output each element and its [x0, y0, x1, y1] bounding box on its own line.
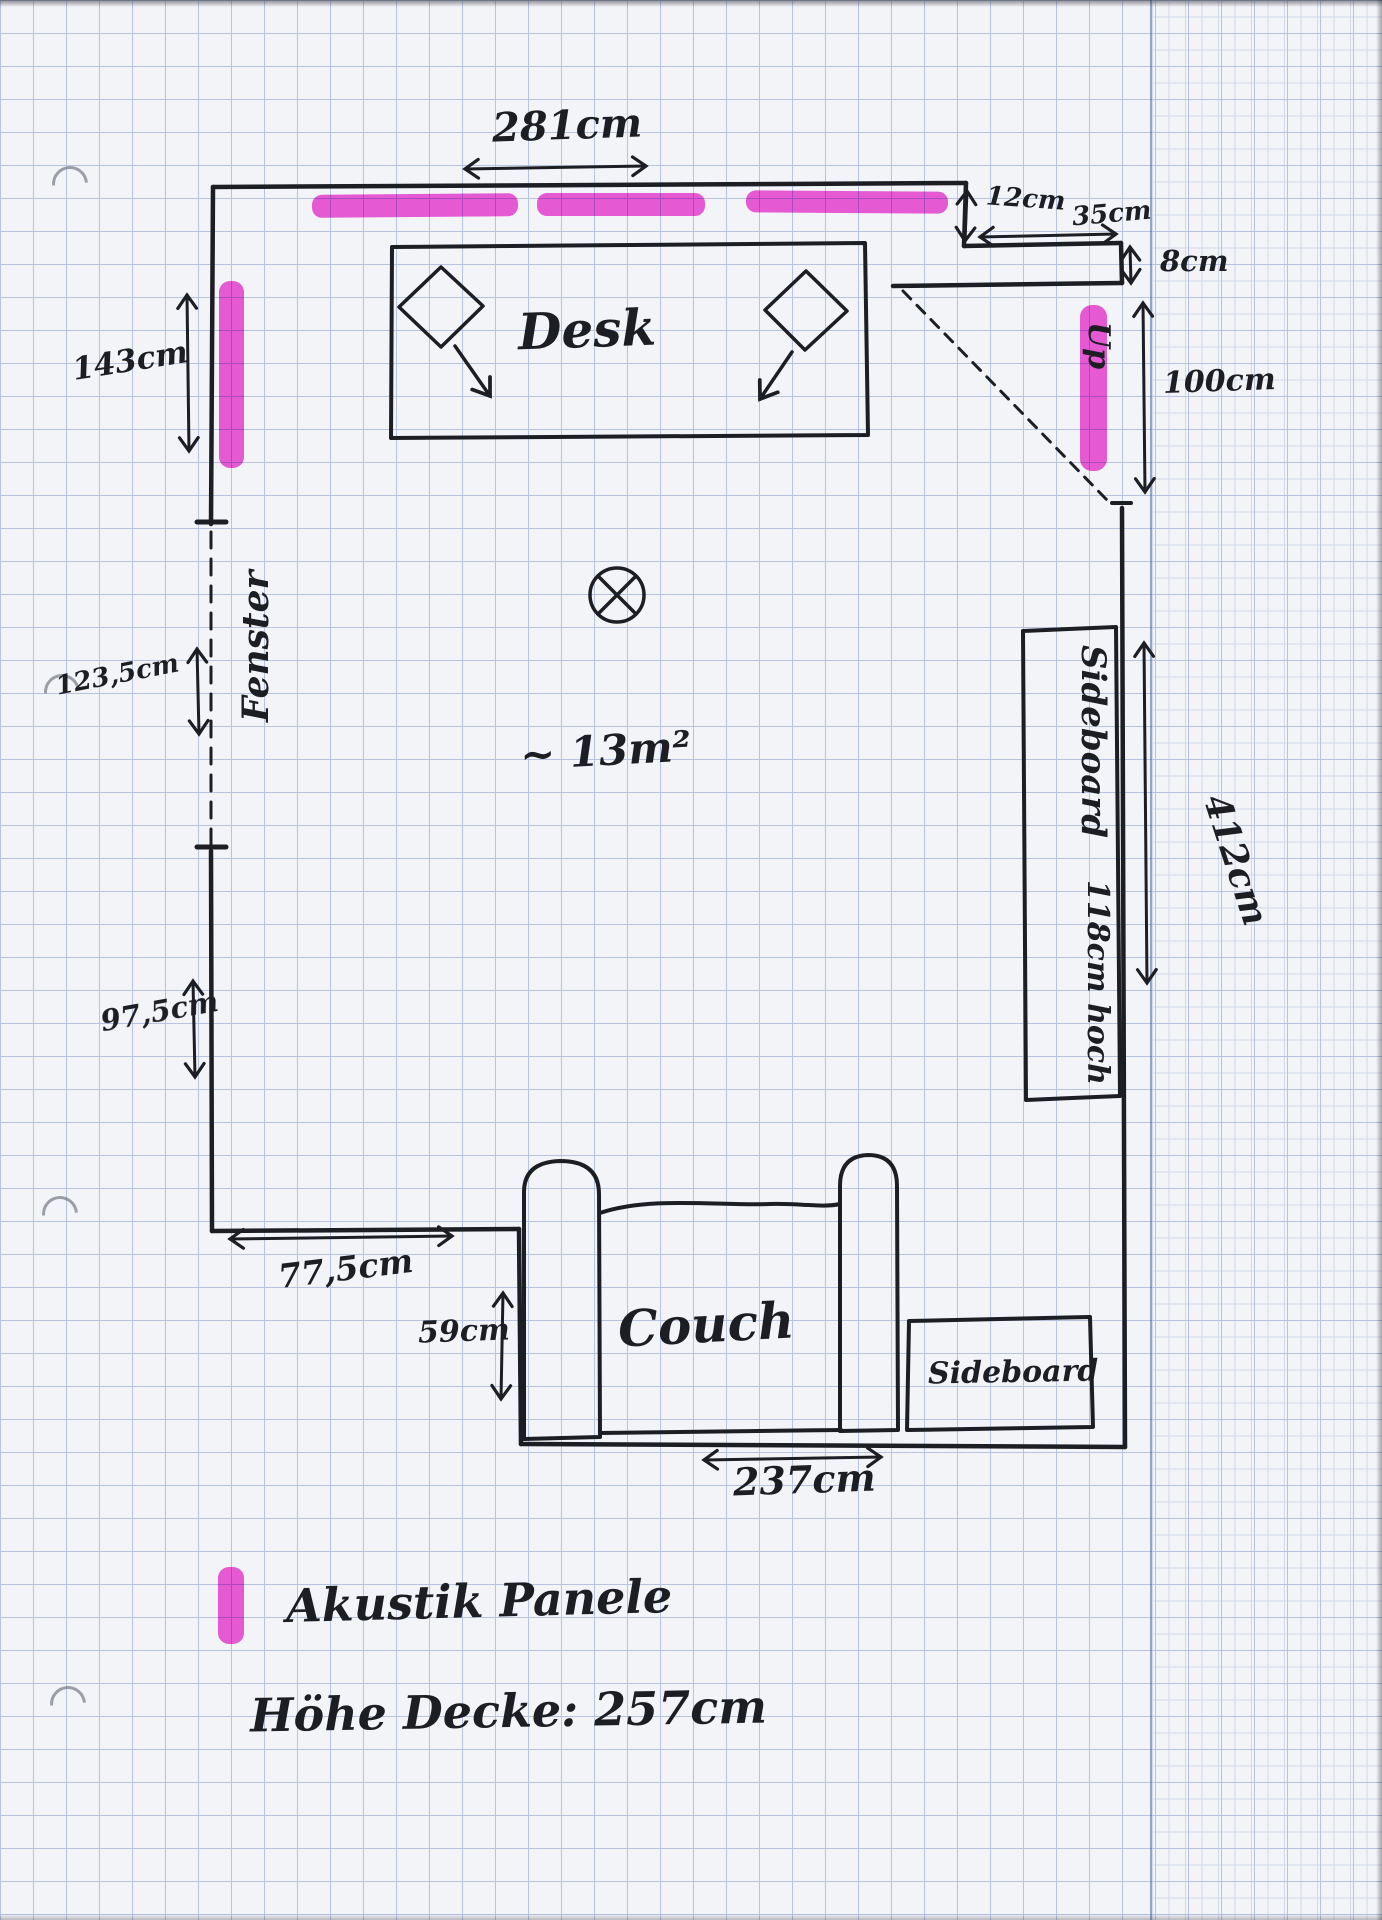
couch-backrest	[598, 1200, 842, 1215]
acoustic-panel-mark-door	[1080, 305, 1107, 471]
couch-seat-front	[598, 1428, 843, 1435]
dim-arrow-step-depth	[954, 188, 978, 244]
dim-arrow-window	[186, 646, 210, 737]
acoustic-panel-mark-left	[219, 281, 244, 468]
speaker-right-icon	[757, 269, 849, 402]
dim-arrow-left-lower	[182, 978, 206, 1080]
acoustic-panel-mark-top-1	[311, 193, 519, 218]
dim-arrow-couch-depth	[490, 1290, 514, 1402]
speaker-left-diamond	[397, 265, 485, 349]
room-area-label: ~ 13m²	[518, 721, 693, 780]
acoustic-panel-legend-swatch	[218, 1567, 244, 1644]
door-swing-line	[901, 289, 1109, 502]
dim-arrow-step-width	[977, 223, 1119, 248]
dim-arrow-door-width	[1132, 300, 1156, 495]
wall-top	[210, 180, 969, 190]
wall-left-lower	[208, 848, 215, 1234]
desk-outline	[389, 241, 870, 440]
couch-armrest-left	[522, 1159, 602, 1441]
sideboard-right-label: Sideboard	[1073, 645, 1113, 839]
dimension-arrows	[176, 155, 1158, 1471]
dim-top-wall-label: 281cm	[491, 99, 643, 152]
paper-edge-right	[1376, 0, 1382, 1920]
wall-right	[1119, 505, 1128, 1450]
dim-arrow-bottom-left	[227, 1225, 455, 1250]
legend-acoustic-label: Akustik Panele	[285, 1568, 673, 1634]
door-up-label: Up	[1081, 322, 1116, 370]
acoustic-panel-mark-top-2	[537, 193, 705, 216]
paper-edge-top	[0, 0, 1382, 7]
wall-left-upper	[208, 184, 216, 527]
couch-outline	[522, 1153, 900, 1441]
dim-door-offset-label: 8cm	[1160, 244, 1229, 278]
speaker-left-arrow	[453, 344, 492, 399]
sideboard-right-height-label: 118cm hoch	[1080, 880, 1115, 1085]
sideboard-right-rect	[1021, 625, 1122, 1102]
wall-step-right	[961, 240, 1124, 249]
wall-bottom-left	[209, 1226, 522, 1234]
couch-label: Couch	[616, 1290, 796, 1359]
dim-step-depth-label: 12cm	[985, 181, 1067, 217]
dim-arrow-left-upper	[176, 292, 200, 454]
desk-rect	[389, 241, 870, 440]
dim-door-width-label: 100cm	[1162, 362, 1277, 401]
wall-alcove	[516, 1226, 524, 1447]
dim-arrow-door-offset	[1119, 244, 1142, 286]
lamp-cross-2	[596, 574, 638, 616]
wall-door-header	[890, 280, 1125, 289]
acoustic-panel-mark-top-3	[745, 190, 949, 214]
dim-couch-depth-label: 59cm	[417, 1312, 511, 1351]
sideboard-right-outline	[1021, 625, 1122, 1102]
paper-edge-bottom	[0, 1914, 1382, 1920]
highlighter-marks	[218, 190, 1107, 1644]
lamp-circle	[588, 566, 646, 624]
ceiling-lamp-icon	[588, 566, 646, 624]
desk-label: Desk	[516, 297, 657, 362]
couch-armrest-right	[838, 1153, 900, 1433]
dim-arrow-right-wall	[1133, 640, 1158, 986]
speaker-right-diamond	[763, 269, 849, 352]
sideboard-bottom-rect	[905, 1315, 1095, 1432]
sideboard-bottom-outline	[905, 1315, 1095, 1432]
dim-step-width-label: 35cm	[1070, 195, 1153, 233]
wall-door-offset	[1118, 240, 1125, 286]
speaker-right-arrow	[757, 350, 794, 402]
speaker-left-icon	[397, 265, 492, 399]
dim-arrow-couch-width	[701, 1446, 884, 1471]
legend-ceiling-label: Höhe Decke: 257cm	[249, 1679, 768, 1743]
dim-arrow-top-wall	[462, 155, 649, 180]
dim-couch-width-label: 237cm	[732, 1454, 877, 1505]
sideboard-bottom-label: Sideboard	[927, 1353, 1099, 1392]
window-label: Fenster	[235, 570, 277, 722]
wall-bottom-right	[518, 1441, 1128, 1450]
door-swing	[901, 289, 1109, 502]
